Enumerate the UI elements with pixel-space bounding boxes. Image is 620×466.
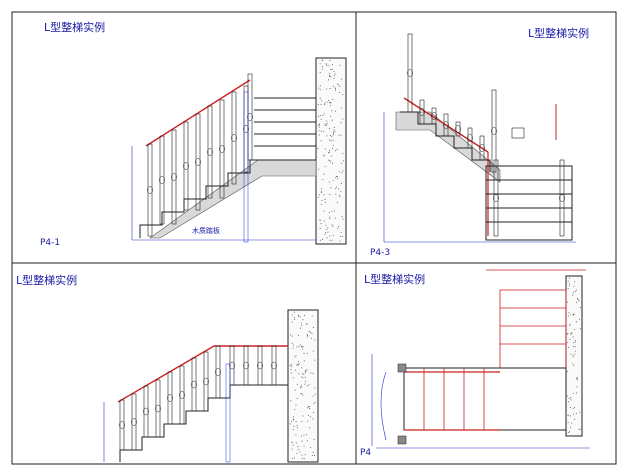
- dimension-arc: [380, 371, 387, 441]
- baluster-group: [407, 33, 565, 237]
- dimension-line: [243, 91, 249, 243]
- step-profile: [400, 111, 491, 172]
- panel-1-drawing: [131, 57, 347, 245]
- panel-2-drawing: [383, 33, 576, 243]
- stair-slab: [395, 111, 501, 183]
- panel-3-title: L型整梯实例: [16, 274, 78, 287]
- sheet-border: [11, 11, 617, 465]
- panel-1-code: P4-1: [40, 238, 61, 248]
- handrail: [145, 79, 251, 147]
- handrail: [117, 345, 215, 403]
- step-profile: [139, 159, 316, 238]
- wall-speckle: [289, 311, 316, 460]
- detail-box: [511, 127, 525, 139]
- landing-plan: [403, 367, 567, 431]
- upper-flight-plan: [499, 289, 567, 369]
- wall-speckle: [317, 59, 344, 242]
- wall-block: [287, 309, 319, 463]
- lower-flight: [485, 165, 573, 241]
- panel-4-title: L型整梯实例: [364, 273, 426, 286]
- newel-post: [397, 435, 407, 445]
- panel-3-drawing: [103, 309, 319, 463]
- panel-2-code: P4-3: [370, 248, 391, 258]
- handrail: [403, 97, 489, 153]
- newel-post: [397, 363, 407, 373]
- wall-block: [315, 57, 347, 245]
- baluster-group: [119, 345, 277, 451]
- panel-2-title: L型整梯实例: [528, 27, 590, 40]
- dimension-line: [225, 363, 231, 463]
- panel-1-annotation: 木质踏板: [192, 227, 220, 235]
- wall-speckle: [566, 277, 581, 434]
- stair-slab: [149, 159, 317, 239]
- panel-4-code: P4: [360, 448, 372, 458]
- panel-4-drawing: [371, 269, 590, 449]
- panel-1-title: L型整梯实例: [44, 21, 106, 34]
